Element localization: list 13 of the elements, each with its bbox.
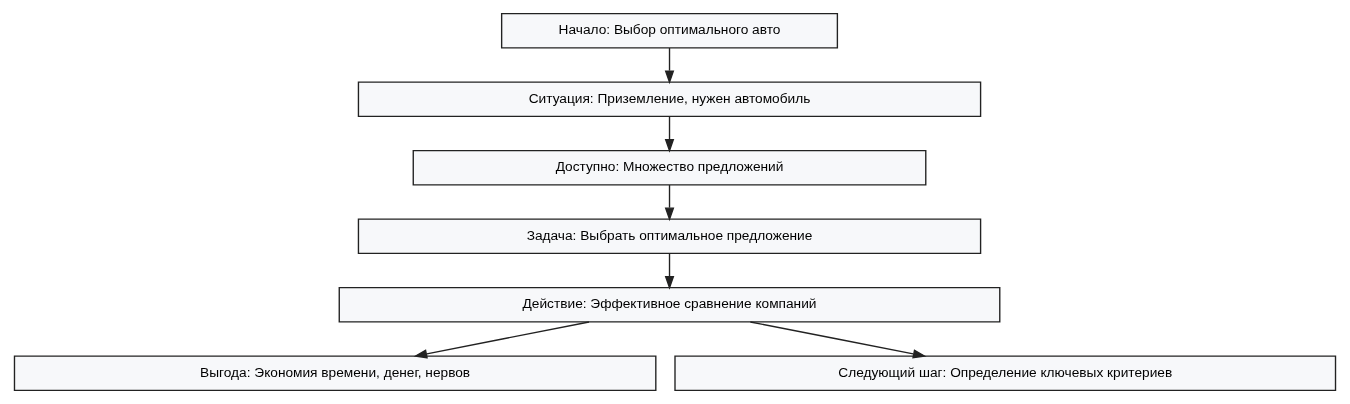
arrow (664, 115, 675, 153)
node-box: Начало: Выбор оптимального авто (500, 12, 839, 49)
arrow (664, 47, 675, 85)
arrow (664, 184, 675, 222)
node-box: Следующий шаг: Определение ключевых критериев (674, 355, 1337, 392)
arrow (664, 252, 675, 290)
node-box: Задача: Выбрать оптимальное предложение (357, 218, 982, 255)
node-box: Ситуация: Приземление, нужен автомобиль (357, 81, 982, 118)
node-box: Выгода: Экономия времени, денег, нервов (13, 355, 657, 392)
node-box: Доступно: Множество предложений (412, 149, 927, 186)
node-box: Действие: Эффективное сравнение компаний (338, 286, 1001, 323)
arrow (413, 321, 590, 359)
arrow (749, 321, 927, 359)
